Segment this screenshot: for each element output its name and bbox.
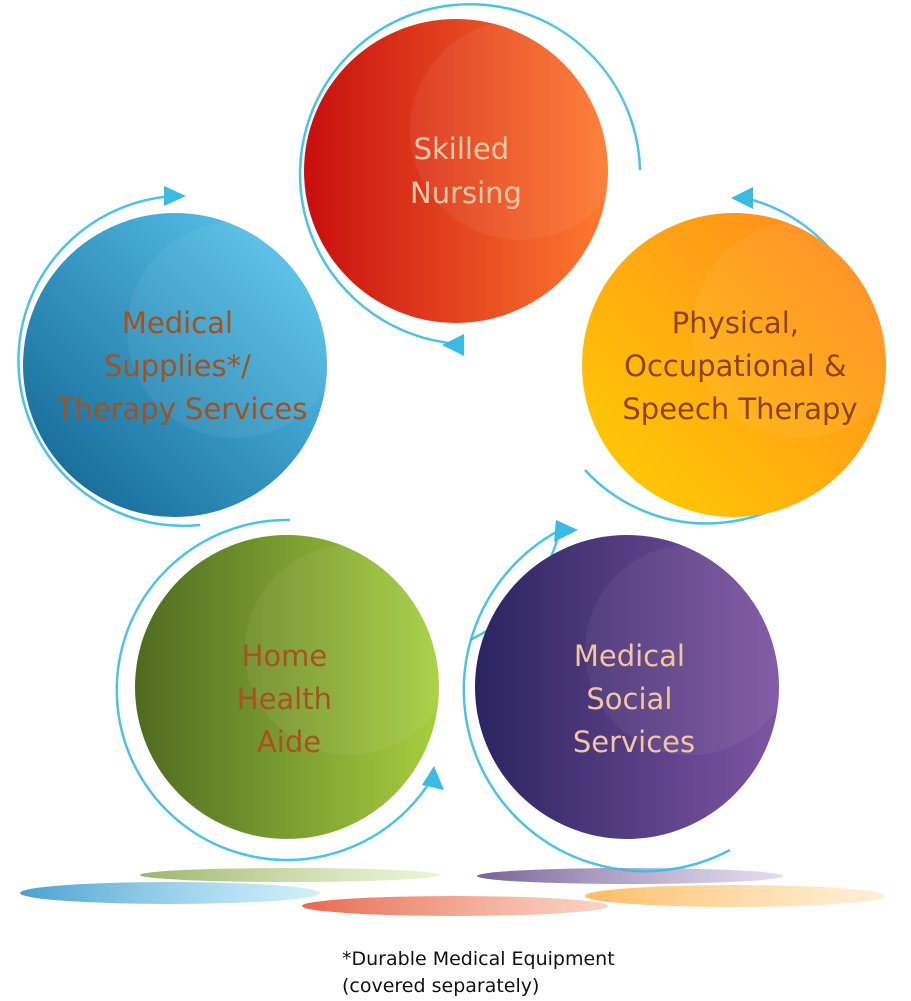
node-label-medical-supplies: Medical Supplies*/ Therapy Services: [56, 306, 308, 426]
node-label-skilled-nursing: Skilled Nursing: [410, 132, 522, 210]
shadow-blue: [20, 882, 320, 904]
node-line: Speech Therapy: [622, 392, 857, 426]
shadow-orange: [585, 885, 885, 907]
node-physical-therapy: Physical, Occupational & Speech Therapy: [582, 213, 908, 517]
arrow-icon: [731, 187, 753, 209]
node-line: Nursing: [410, 176, 522, 210]
arrow-icon: [442, 334, 464, 356]
reflection-shadows: [20, 868, 885, 916]
shadow-green: [140, 868, 440, 882]
node-home-health-aide: Home Health Aide: [135, 535, 455, 839]
node-medical-supplies: Medical Supplies*/ Therapy Services: [23, 213, 343, 517]
ring-medical-supplies: [17, 194, 201, 528]
footnote: *Durable Medical Equipment (covered sepa…: [342, 946, 762, 1000]
arrow-icon: [164, 186, 186, 206]
node-label-medical-social: Medical Social Services: [573, 639, 695, 759]
node-line: Skilled: [414, 132, 510, 166]
node-line: Home: [242, 639, 328, 673]
arrow-icon: [422, 766, 444, 790]
shadow-purple: [477, 868, 783, 884]
arrow-icon: [554, 520, 578, 542]
ring-medical-social: [462, 528, 731, 873]
node-line: Medical: [122, 306, 233, 340]
node-line: Medical: [574, 639, 685, 673]
cycle-arrows: [164, 186, 753, 790]
node-line: Physical,: [672, 306, 799, 340]
node-label-physical-therapy: Physical, Occupational & Speech Therapy: [622, 306, 857, 426]
node-line: Therapy Services: [56, 392, 308, 426]
node-line: Occupational &: [624, 349, 846, 383]
shadow-red: [302, 896, 608, 916]
footnote-line-1: *Durable Medical Equipment: [342, 948, 615, 970]
node-line: Aide: [257, 725, 321, 759]
node-line: Social: [586, 682, 672, 716]
footnote-line-2: (covered separately): [342, 975, 540, 997]
node-skilled-nursing: Skilled Nursing: [304, 19, 630, 323]
node-label-home-health: Home Health Aide: [237, 639, 341, 759]
ring-skilled-nursing: [298, 2, 642, 346]
node-line: Supplies*/: [104, 349, 251, 383]
ring-home-health: [115, 518, 436, 862]
node-line: Services: [573, 725, 695, 759]
node-line: Health: [237, 682, 332, 716]
nodes: Skilled Nursing Physical, Occupational &…: [23, 19, 908, 839]
node-medical-social-services: Medical Social Services: [475, 535, 795, 839]
